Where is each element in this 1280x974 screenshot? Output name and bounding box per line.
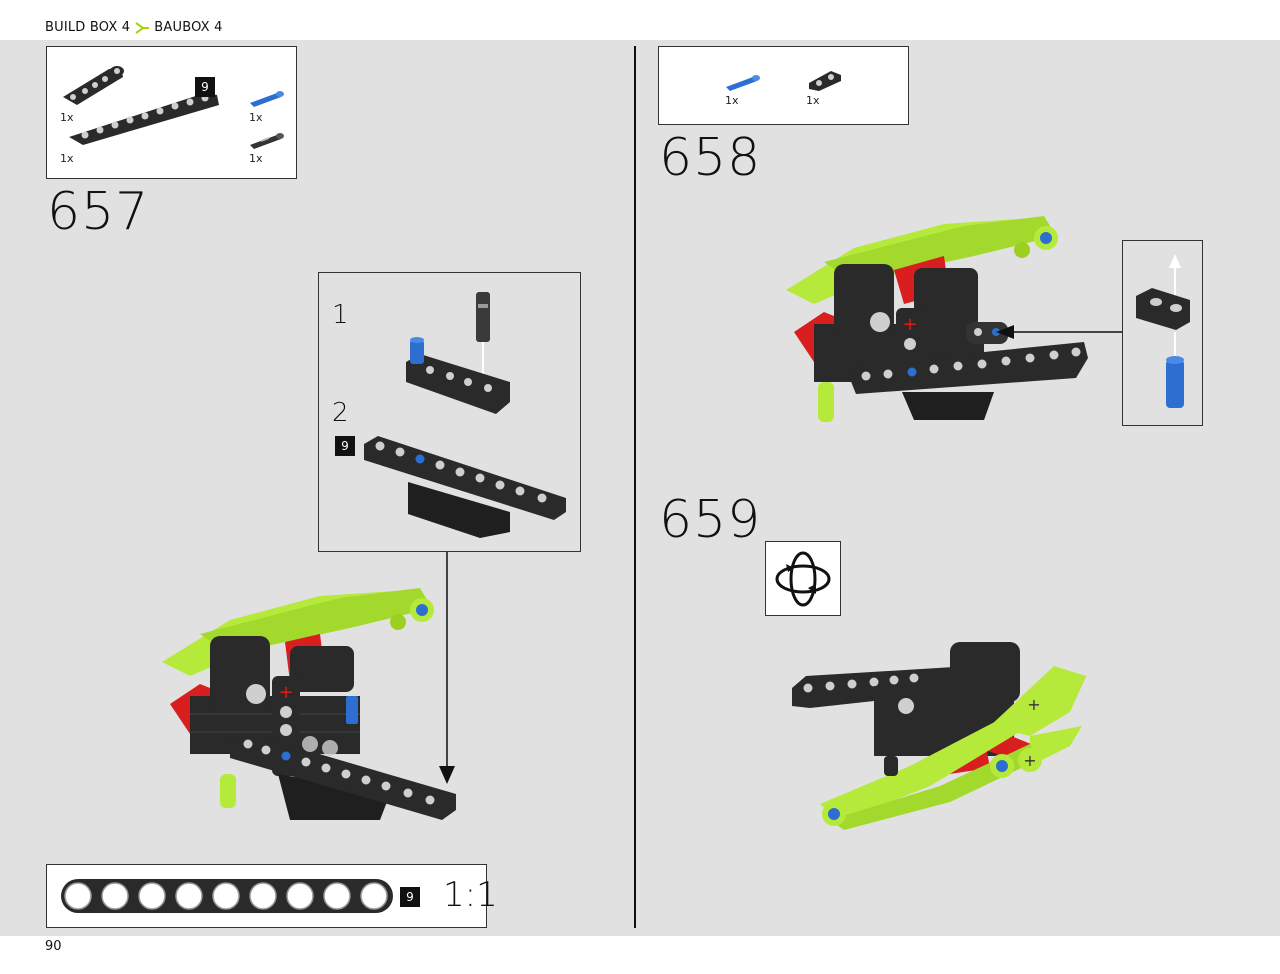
beam-2-icon: [809, 71, 841, 91]
sub-step-1: 1: [332, 300, 349, 330]
insertion-callout: [1122, 240, 1203, 426]
rotate-callout: [765, 541, 841, 616]
baubox-label: BAUBOX 4: [154, 20, 223, 35]
svg-text:+: +: [902, 314, 917, 335]
svg-text:+: +: [1027, 695, 1040, 714]
pin-insertion-illustration: [1136, 254, 1190, 408]
build-box-label: BUILD BOX 4: [45, 20, 131, 35]
sub-step-2-illustration: [364, 436, 566, 538]
step-number-658: 658: [659, 128, 762, 188]
beam-ruler-icon: [61, 879, 393, 913]
model-illustration-658: +: [786, 216, 1088, 422]
model-illustration-657: +: [162, 588, 456, 820]
bottom-bar: [0, 936, 1280, 974]
black-pin-icon: [250, 133, 284, 149]
step-number-657: 657: [47, 182, 150, 242]
svg-text:+: +: [278, 682, 293, 703]
blue-pin-icon: [250, 91, 284, 107]
blue-pin-icon: [726, 75, 760, 91]
sub-step-1-illustration: [406, 292, 510, 414]
page-divider: [634, 46, 636, 928]
beam-length-badge: 9: [335, 436, 355, 456]
ruler-length-badge: 9: [400, 887, 420, 907]
rotate-model-icon: [775, 551, 831, 607]
page-number: 90: [45, 939, 62, 954]
beam-9-icon: [69, 93, 219, 145]
sub-assembly-callout: [318, 272, 581, 552]
qty-label: 1x: [806, 94, 820, 107]
qty-label: 1x: [60, 152, 74, 165]
svg-text:+: +: [1023, 751, 1036, 770]
arrow-left-icon: [996, 325, 1122, 339]
length-ruler: 9 1:1: [46, 864, 498, 928]
qty-label: 1x: [725, 94, 739, 107]
breadcrumb: BUILD BOX 4 BAUBOX 4: [45, 20, 223, 35]
qty-label: 1x: [249, 152, 263, 165]
qty-label: 1x: [249, 111, 263, 124]
step-number-659: 659: [659, 490, 762, 550]
parts-callout-658: 1x 1x: [658, 46, 909, 125]
scale-label: 1:1: [443, 875, 498, 915]
sub-step-2: 2: [332, 398, 349, 428]
top-bar: [0, 0, 1280, 40]
parts-callout-657: 9 1x 1x 1x 1x: [46, 46, 297, 179]
chevron-right-icon: [135, 21, 150, 34]
qty-label: 1x: [60, 111, 74, 124]
arrow-down-icon: [439, 552, 455, 784]
model-illustration-659: + +: [792, 642, 1086, 830]
beam-length-badge: 9: [195, 77, 215, 97]
l-beam-icon: [63, 66, 124, 105]
instruction-page: [0, 40, 1280, 936]
